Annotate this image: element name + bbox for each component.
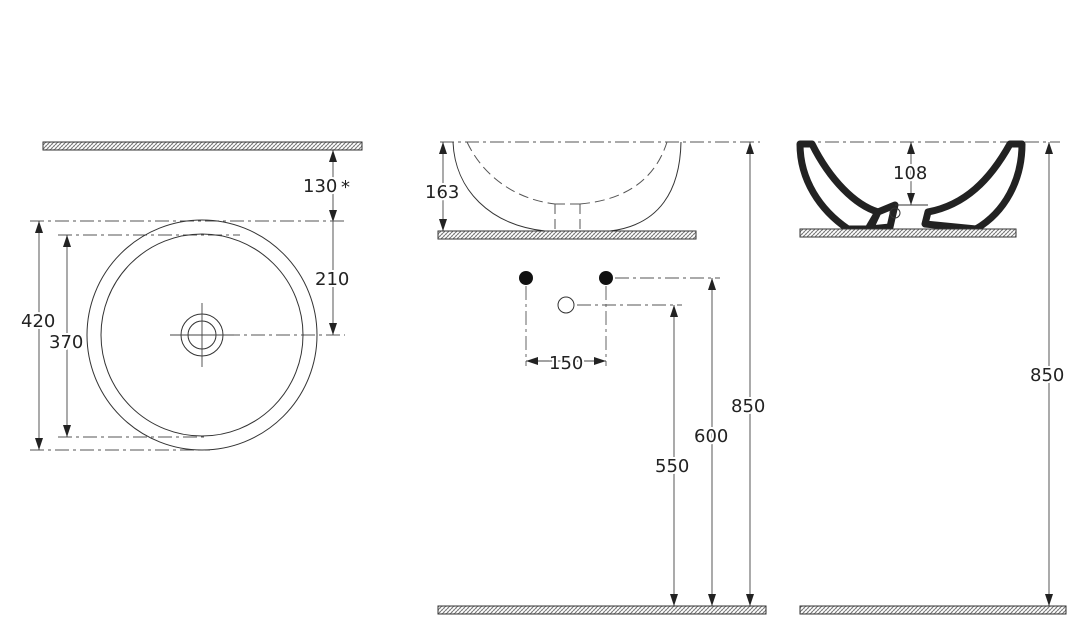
arrow-head <box>439 219 447 231</box>
side-section-view: 108 850 <box>796 140 1067 615</box>
label-163: 163 <box>425 182 459 203</box>
label-370: 370 <box>49 332 83 353</box>
label-108: 108 <box>893 163 927 184</box>
basin-section-drain <box>866 201 899 233</box>
label-600: 600 <box>694 426 728 447</box>
arrow-head <box>907 193 915 205</box>
arrow-head <box>329 150 337 162</box>
arrow-head <box>594 357 606 365</box>
label-850-side: 850 <box>1030 365 1064 386</box>
arrow-head <box>35 221 43 233</box>
arrow-head <box>746 142 754 154</box>
front-view: 163 150 550 600 850 <box>423 141 767 615</box>
drain-section-hole <box>889 207 901 219</box>
floor-hatch-side <box>799 605 1067 615</box>
arrow-head <box>746 594 754 606</box>
basin-section-right <box>921 140 1026 233</box>
arrow-head <box>708 278 716 290</box>
arrow-head <box>907 142 915 154</box>
wall-hatch-top <box>42 141 363 151</box>
basin-outer-rim <box>86 219 318 451</box>
top-view: 130 * 210 420 370 <box>19 141 363 451</box>
basin-front-inner <box>466 141 668 205</box>
label-150: 150 <box>549 353 583 374</box>
arrow-head <box>439 142 447 154</box>
arrow-head <box>670 594 678 606</box>
label-550: 550 <box>655 456 689 477</box>
arrow-head <box>1045 594 1053 606</box>
label-130: 130 <box>303 176 337 197</box>
arrow-head <box>63 425 71 437</box>
arrow-head <box>1045 142 1053 154</box>
arrow-head <box>708 594 716 606</box>
tap-left <box>519 271 533 285</box>
basin-front-outline <box>452 141 682 232</box>
label-420: 420 <box>21 311 55 332</box>
label-850-front: 850 <box>731 396 765 417</box>
arrow-head <box>329 210 337 222</box>
counter-hatch-side <box>799 228 1017 238</box>
tap-right <box>599 271 613 285</box>
label-210: 210 <box>315 269 349 290</box>
arrow-head <box>35 438 43 450</box>
floor-hatch-front <box>437 605 767 615</box>
arrow-head <box>329 323 337 335</box>
drain-pipe <box>557 296 575 314</box>
counter-hatch-front <box>437 230 697 240</box>
label-130-marker: * <box>341 177 350 198</box>
arrow-head <box>526 357 538 365</box>
basin-section-left <box>796 140 882 233</box>
drain-front <box>554 203 581 231</box>
arrow-head <box>63 235 71 247</box>
arrow-head <box>670 305 678 317</box>
basin-inner-rim <box>100 233 304 437</box>
